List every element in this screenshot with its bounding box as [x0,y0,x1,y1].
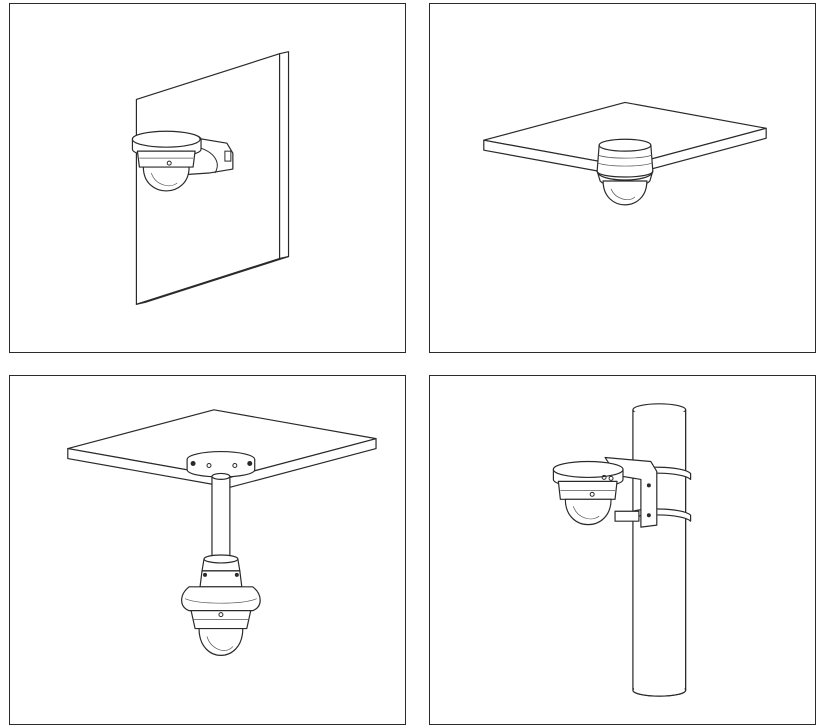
pendant-pipe [211,472,231,559]
pendant-mount-panel [9,375,406,725]
ceiling-adapter [186,450,256,478]
pole-mount-illustration [552,403,692,697]
pendant-housing [199,554,243,588]
ceiling-mount-panel [429,3,816,353]
wall-mount-panel [9,3,406,353]
pole [632,403,687,697]
pole-mount-panel [429,375,816,725]
dome-camera [181,586,261,656]
ceiling-plate [483,101,767,177]
dome-camera [552,460,624,526]
ceiling-mount-illustration [483,101,767,206]
dome-camera [131,130,202,192]
dome-camera [596,138,654,206]
wall-board [135,51,290,305]
wall-mount-illustration [131,51,290,305]
pendant-mount-illustration [67,409,377,656]
